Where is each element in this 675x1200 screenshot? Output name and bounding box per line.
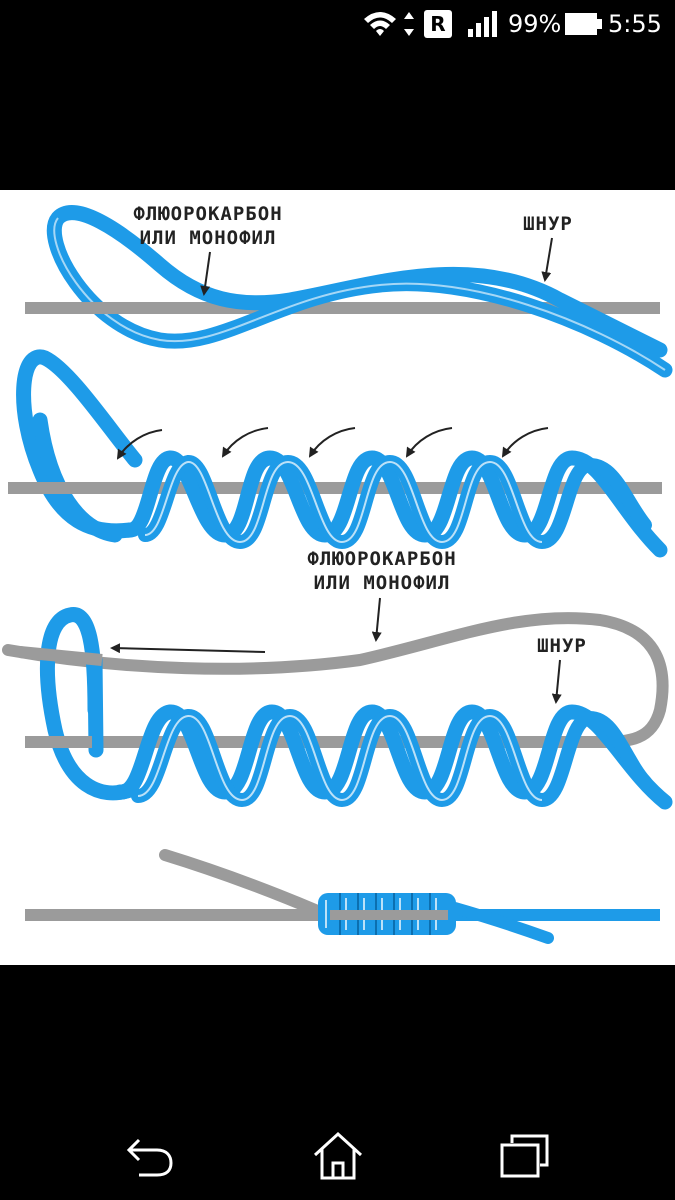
- label-monofil-1: ИЛИ МОНОФИЛ: [140, 227, 277, 249]
- status-bar: R 99% 5:55: [0, 0, 675, 48]
- label-braid-1: ШНУР: [523, 213, 573, 235]
- step-3-pull-through: ФЛЮОРОКАРБОН ИЛИ МОНОФИЛ ШНУР: [2, 548, 673, 810]
- step-4-finished-knot: [25, 849, 660, 944]
- home-button[interactable]: [306, 1128, 370, 1184]
- signal-icon: [466, 8, 498, 40]
- clock-text: 5:55: [608, 10, 662, 38]
- knot-diagram: ФЛЮОРОКАРБОН ИЛИ МОНОФИЛ ШНУР: [2, 203, 673, 944]
- navigation-bar: [0, 1110, 675, 1200]
- mono-tag-line-4: [159, 849, 326, 918]
- back-icon: [126, 1138, 173, 1177]
- r-badge-label: R: [424, 10, 452, 38]
- wifi-icon: [362, 8, 398, 40]
- data-transfer-icon: [402, 8, 416, 40]
- r-badge: R: [424, 8, 452, 40]
- mono-tag-line-3: [2, 612, 669, 748]
- battery-icon: [564, 8, 604, 40]
- clock: 5:55: [608, 8, 662, 40]
- back-button[interactable]: [118, 1128, 182, 1184]
- knot-diagram-image[interactable]: ФЛЮОРОКАРБОН ИЛИ МОНОФИЛ ШНУР: [0, 190, 675, 965]
- label-braid-2: ШНУР: [537, 635, 587, 657]
- label-fluorocarbon-2: ФЛЮОРОКАРБОН: [307, 548, 456, 570]
- label-fluorocarbon-1: ФЛЮОРОКАРБОН: [133, 203, 282, 225]
- step-1-overlap: ФЛЮОРОКАРБОН ИЛИ МОНОФИЛ ШНУР: [25, 203, 673, 378]
- home-icon: [313, 1131, 363, 1180]
- label-monofil-2: ИЛИ МОНОФИЛ: [314, 572, 451, 594]
- step-2-wraps: [8, 349, 668, 558]
- recent-apps-icon: [500, 1134, 549, 1178]
- recent-apps-button[interactable]: [492, 1128, 556, 1184]
- battery-percent: 99%: [508, 8, 561, 40]
- knot-coils: [318, 893, 456, 935]
- battery-percent-text: 99%: [508, 10, 562, 38]
